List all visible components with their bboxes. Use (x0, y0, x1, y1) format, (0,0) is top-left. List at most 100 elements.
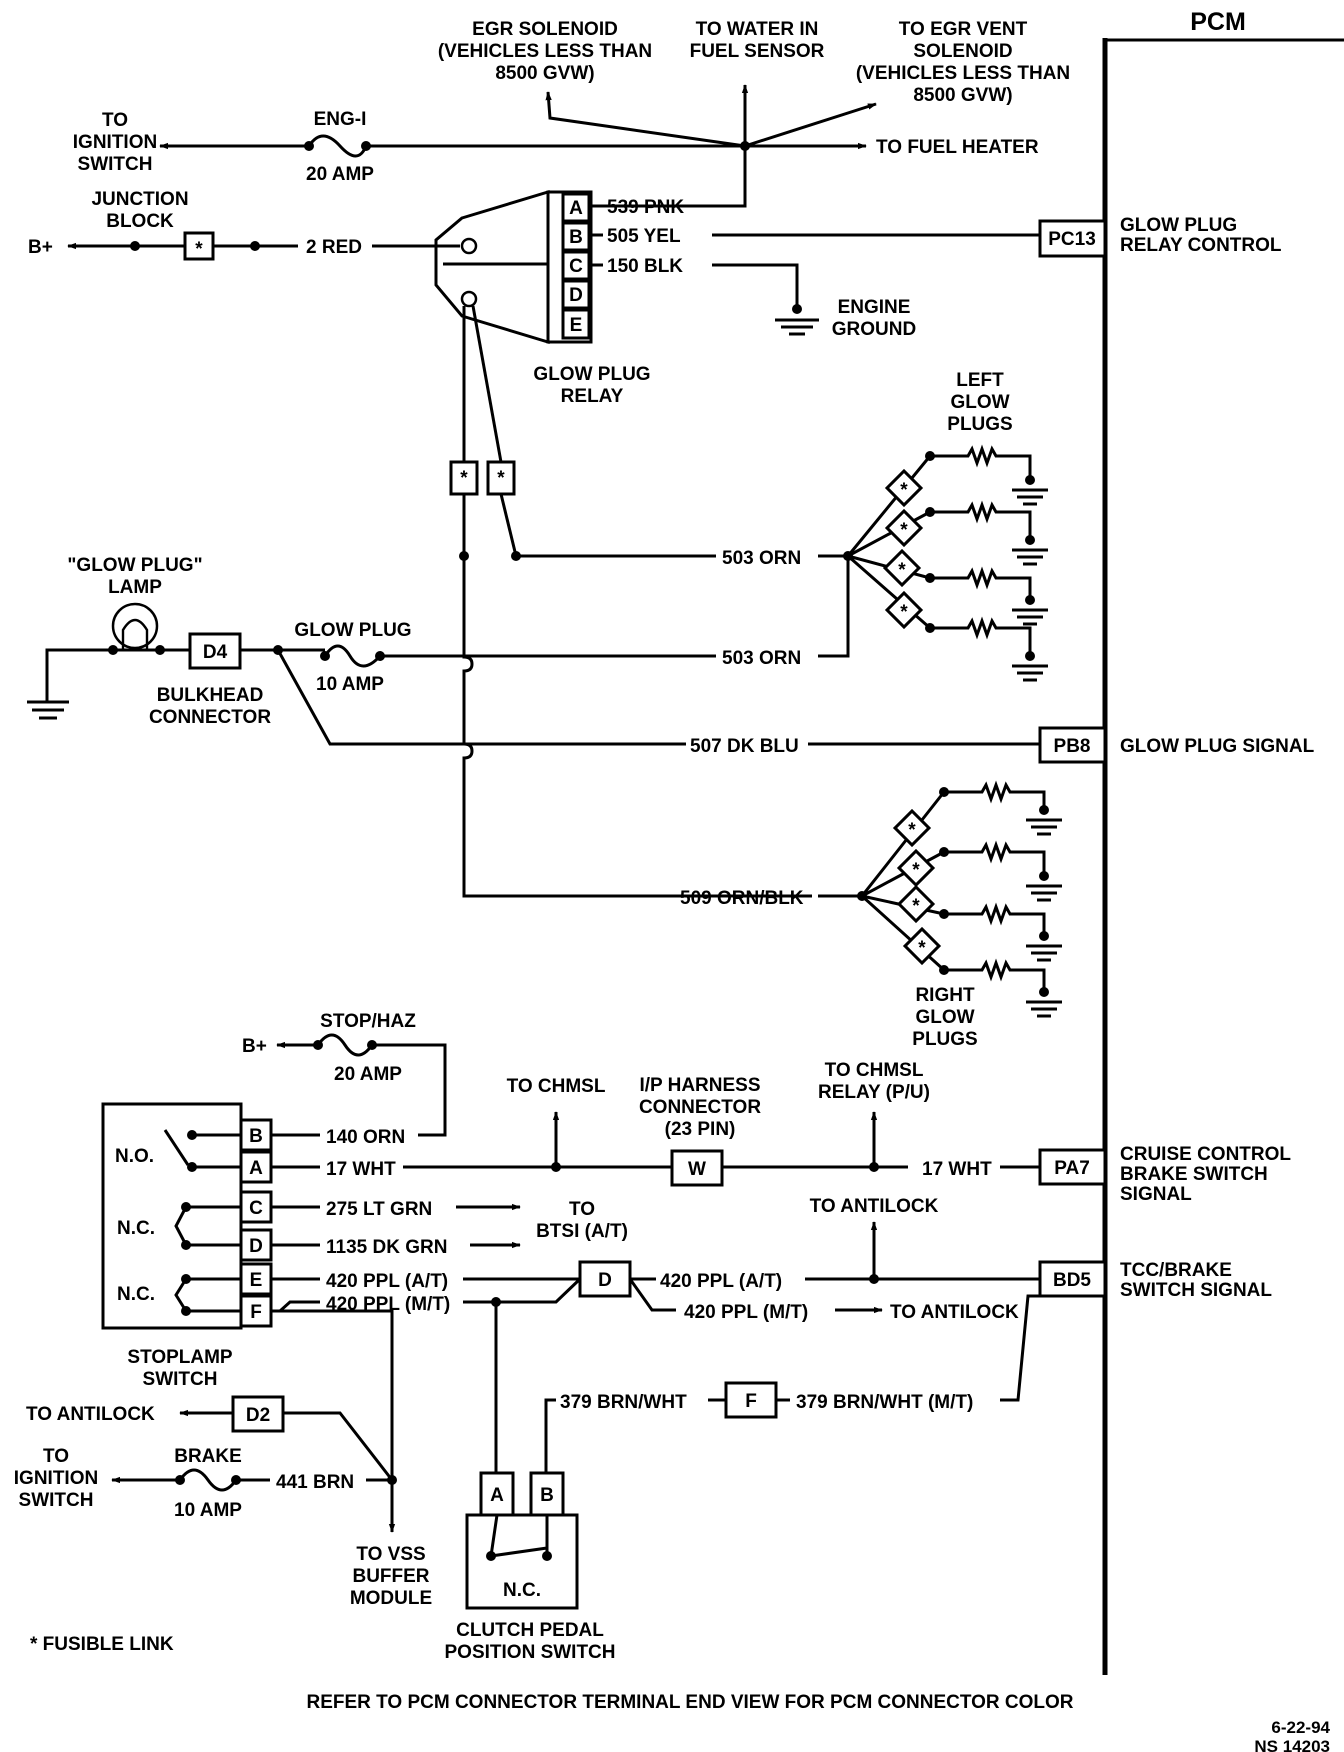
glow-plug-relay: A B C D E GLOW PLUG RELAY 539 PNK 505 YE… (434, 189, 1282, 407)
egr-solenoid-label-3: 8500 GVW) (495, 63, 594, 84)
wire-505-label: 505 YEL (607, 226, 681, 247)
stop-haz-fuse-name: STOP/HAZ (320, 1011, 416, 1032)
clutch-title-2: POSITION SWITCH (445, 1642, 616, 1663)
ip-harness-label-1: I/P HARNESS (639, 1075, 760, 1096)
water-in-fuel-label-2: FUEL SENSOR (690, 41, 825, 62)
wire-17b-label: 17 WHT (922, 1159, 992, 1180)
ip-harness-connector-w (670, 1149, 724, 1187)
relay-title-1: GLOW PLUG (533, 364, 650, 385)
doc-number: NS 14203 (1254, 1737, 1330, 1752)
svg-text:*: * (898, 560, 906, 581)
wire-1135-label: 1135 DK GRN (326, 1237, 447, 1258)
pb8-label: PB8 (1054, 736, 1091, 757)
relay-pin-b (561, 221, 591, 252)
glow-plug-lamp (111, 602, 159, 650)
footer: * FUSIBLE LINK REFER TO PCM CONNECTOR TE… (30, 1634, 1331, 1752)
relay-pin-e (561, 308, 591, 340)
switch-pin-d-label: D (249, 1236, 263, 1257)
brake-section: B+ STOP/HAZ 20 AMP B A C D E F N.O. N.C.… (14, 1011, 1292, 1663)
relay-pin-a-label: A (569, 198, 583, 219)
wire-503b-label: 503 ORN (722, 648, 801, 669)
relay-terminal (460, 290, 478, 308)
glow-fuse-rating: 10 AMP (316, 674, 384, 695)
junction-block-label-2: BLOCK (106, 211, 174, 232)
egr-solenoid-label-1: EGR SOLENOID (472, 19, 618, 40)
lamp-label-2: LAMP (108, 577, 162, 598)
to-ignition-label-3: SWITCH (78, 154, 153, 175)
pa7-label: PA7 (1054, 1158, 1090, 1179)
doc-date: 6-22-94 (1271, 1718, 1330, 1737)
relay-pin-e-label: E (570, 315, 583, 336)
wire-379-l-label: 379 BRN/WHT (560, 1392, 687, 1413)
to-btsi-2: BTSI (A/T) (536, 1221, 628, 1242)
pcm-terminal-pb8 (1038, 726, 1107, 764)
svg-text:*: * (908, 820, 916, 841)
to-antilock-up-label: TO ANTILOCK (810, 1196, 939, 1217)
relay-title-2: RELAY (561, 386, 624, 407)
to-fuel-heater-label: TO FUEL HEATER (876, 137, 1039, 158)
clutch-pin-b-label: B (540, 1485, 554, 1506)
clutch-nc-label: N.C. (503, 1580, 541, 1601)
glow-plug-feeds: * * 503 ORN 503 ORN "GLOW PLUG" LAMP D4 … (27, 305, 1315, 909)
left-glow-plugs: LEFT GLOW PLUGS * * * * (846, 370, 1048, 682)
pa7-desc-3: SIGNAL (1120, 1184, 1192, 1205)
wire-420-mt-r-label: 420 PPL (M/T) (684, 1302, 808, 1323)
right-plugs-label-3: PLUGS (912, 1029, 977, 1050)
pa7-desc-1: CRUISE CONTROL (1120, 1144, 1291, 1165)
refer-note: REFER TO PCM CONNECTOR TERMINAL END VIEW… (306, 1692, 1073, 1713)
pcm-module: PCM (1102, 8, 1344, 1675)
wire-507-label: 507 DK BLU (690, 736, 799, 757)
left-plugs-label-1: LEFT (956, 370, 1004, 391)
wire-420-at-r-label: 420 PPL (A/T) (660, 1271, 782, 1292)
fusible-link-legend: * FUSIBLE LINK (30, 1634, 174, 1655)
eng-fuse-name: ENG-I (314, 109, 367, 130)
bd5-desc-1: TCC/BRAKE (1120, 1260, 1232, 1281)
nc-label-2: N.C. (117, 1284, 155, 1305)
svg-text:*: * (900, 602, 908, 623)
wire-509-label: 509 ORN/BLK (680, 888, 804, 909)
to-ignition-label-1: TO (102, 110, 128, 131)
to-ignition-b-1: TO (43, 1446, 69, 1467)
bulkhead-label-1: BULKHEAD (157, 685, 264, 706)
glow-plug-element: * (892, 808, 932, 848)
connector-f (724, 1381, 778, 1419)
egr-vent-label-4: 8500 GVW) (913, 85, 1012, 106)
switch-pin-e-label: E (250, 1270, 263, 1291)
svg-text:*: * (900, 480, 908, 501)
brake-fuse-name: BRAKE (174, 1446, 242, 1467)
wire-2-red-label: 2 RED (306, 237, 362, 258)
to-vss-3: MODULE (350, 1588, 432, 1609)
to-ignition-b-3: SWITCH (19, 1490, 94, 1511)
stoplamp-title-2: SWITCH (143, 1369, 218, 1390)
svg-text:*: * (918, 938, 926, 959)
right-plugs-label-2: GLOW (915, 1007, 974, 1028)
svg-text:*: * (912, 896, 920, 917)
no-label: N.O. (115, 1146, 154, 1167)
egr-vent-label-1: TO EGR VENT (899, 19, 1028, 40)
pcm-terminal-bd5 (1038, 1260, 1107, 1298)
pcm-title: PCM (1190, 8, 1246, 36)
glow-plug-element: * (896, 848, 936, 888)
switch-pin-b-label: B (249, 1126, 263, 1147)
pc13-desc-1: GLOW PLUG (1120, 215, 1237, 236)
bd5-desc-2: SWITCH SIGNAL (1120, 1280, 1272, 1301)
relay-pin-b-label: B (569, 227, 583, 248)
b-plus-label: B+ (28, 237, 53, 258)
engine-ground-label-1: ENGINE (838, 297, 911, 318)
pa7-desc-2: BRAKE SWITCH (1120, 1164, 1268, 1185)
ground-dot (792, 304, 802, 314)
switch-pin-d (239, 1228, 273, 1262)
splice-dot (250, 241, 260, 251)
connector-f-label: F (745, 1391, 757, 1412)
wire-150-label: 150 BLK (607, 256, 683, 277)
left-plugs-label-2: GLOW (950, 392, 1009, 413)
glow-plug-element: * (884, 508, 924, 548)
switch-pin-a-label: A (249, 1158, 263, 1179)
bulkhead-pin-label: D4 (203, 642, 228, 663)
fusible-star: * (195, 239, 203, 260)
switch-pin-f-label: F (250, 1302, 262, 1323)
to-vss-1: TO VSS (356, 1544, 425, 1565)
stop-haz-fuse-rating: 20 AMP (334, 1064, 402, 1085)
relay-pin-a (561, 192, 591, 223)
